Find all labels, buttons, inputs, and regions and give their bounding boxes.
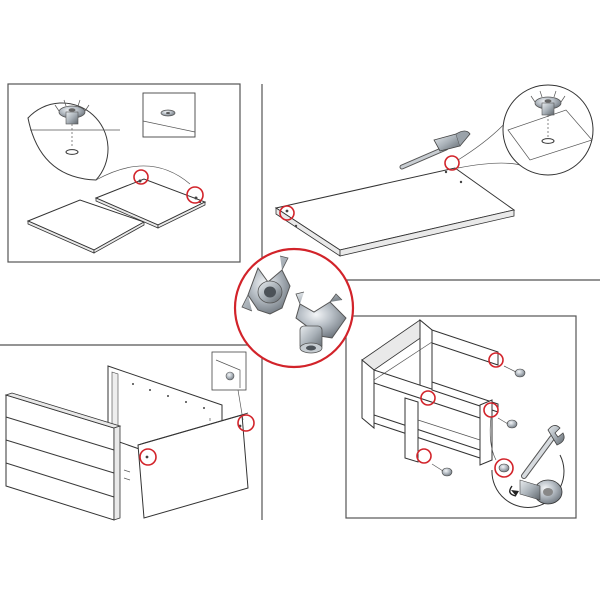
highlight-circle [133, 169, 149, 185]
slat-panel [4, 392, 122, 521]
board-right [94, 178, 207, 229]
tee-nut-icon [530, 90, 566, 116]
board-left [26, 199, 146, 254]
tee-nut-closeup [233, 247, 355, 369]
highlight-circle [237, 414, 255, 432]
detail-inset-box [142, 92, 196, 138]
end-panel [123, 412, 249, 519]
panel-frame [345, 315, 577, 519]
hammer-icon [399, 130, 471, 170]
highlight-circle [139, 448, 157, 466]
highlight-circle [488, 352, 504, 368]
highlight-circle [420, 390, 436, 406]
cart-frame [361, 318, 499, 466]
zoom-detail-circle [491, 454, 565, 508]
highlight-circle [186, 186, 204, 204]
step-panel-top-right [261, 84, 600, 281]
caster-wheel-icon [519, 479, 563, 505]
wrench-icon [521, 425, 565, 479]
caster-wheel-icon [431, 365, 526, 477]
step-panel-top-left [7, 83, 241, 263]
zoom-detail-circle [502, 84, 594, 176]
highlight-circle [279, 205, 295, 221]
step-panel-bottom-left [0, 344, 263, 521]
panel-frame [7, 83, 241, 263]
long-board [274, 167, 516, 257]
detail-inset-box [211, 351, 247, 421]
tee-nut-icon [241, 255, 347, 354]
tee-nut-icon [54, 99, 90, 125]
highlight-circle [416, 448, 432, 464]
zoom-detail-circle [27, 99, 120, 181]
highlight-circle [444, 155, 460, 171]
step-panel-bottom-right [345, 315, 577, 519]
